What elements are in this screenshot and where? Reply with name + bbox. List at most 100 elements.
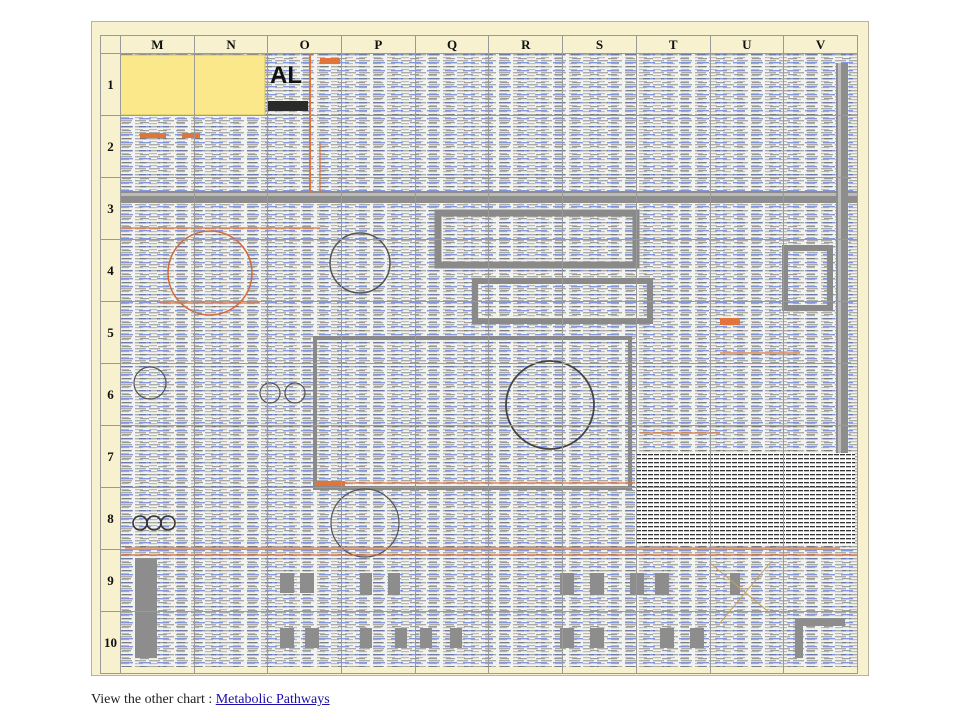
grid-cell[interactable] [414, 239, 490, 302]
grid-cell[interactable] [783, 363, 858, 426]
grid-cell[interactable] [193, 487, 269, 550]
grid-cell[interactable] [635, 363, 711, 426]
grid-cell[interactable] [488, 549, 564, 612]
grid-cell[interactable] [193, 425, 269, 488]
grid-cell[interactable] [267, 177, 343, 240]
grid-cell[interactable] [193, 115, 269, 178]
grid-cell[interactable] [341, 487, 416, 550]
grid-cell[interactable] [709, 611, 785, 674]
grid-cell[interactable] [709, 301, 785, 364]
grid-cell[interactable] [193, 611, 269, 674]
grid-cell[interactable] [120, 549, 195, 612]
grid-cell[interactable] [783, 177, 858, 240]
grid-cell[interactable] [120, 425, 195, 488]
grid-cell[interactable] [709, 425, 785, 488]
grid-cell[interactable] [341, 549, 416, 612]
grid-cell[interactable] [414, 301, 490, 364]
grid-cell[interactable] [341, 611, 416, 674]
grid-cell[interactable] [193, 549, 269, 612]
grid-cell[interactable] [341, 115, 416, 178]
grid-cell[interactable] [562, 549, 637, 612]
grid-cell[interactable] [709, 115, 785, 178]
grid-cell[interactable] [414, 363, 490, 426]
grid-cell[interactable] [562, 425, 637, 488]
grid-cell[interactable] [635, 177, 711, 240]
grid-cell[interactable] [488, 115, 564, 178]
grid-cell[interactable] [783, 53, 858, 116]
grid-cell[interactable] [267, 363, 343, 426]
grid-cell[interactable] [267, 53, 343, 116]
grid-cell[interactable] [120, 487, 195, 550]
grid-cell[interactable] [341, 177, 416, 240]
grid-cell[interactable] [783, 425, 858, 488]
grid-cell[interactable] [120, 301, 195, 364]
grid-cell[interactable] [709, 549, 785, 612]
grid-cell[interactable] [267, 487, 343, 550]
grid-cell[interactable] [414, 177, 490, 240]
grid-cell[interactable] [193, 301, 269, 364]
grid-cell[interactable] [193, 177, 269, 240]
grid-cell[interactable] [709, 239, 785, 302]
grid-cell[interactable] [562, 611, 637, 674]
grid-cell[interactable] [562, 115, 637, 178]
grid-cell[interactable] [414, 549, 490, 612]
grid-cell[interactable] [635, 611, 711, 674]
grid-cell[interactable] [709, 177, 785, 240]
grid-cell[interactable] [267, 549, 343, 612]
grid-cell[interactable] [709, 53, 785, 116]
grid-cell[interactable] [635, 239, 711, 302]
grid-cell[interactable] [414, 611, 490, 674]
grid-cell[interactable] [414, 425, 490, 488]
grid-cell[interactable] [120, 611, 195, 674]
grid-cell[interactable] [120, 53, 195, 116]
grid-cell[interactable] [267, 239, 343, 302]
grid-cell[interactable] [562, 53, 637, 116]
grid-cell[interactable] [267, 115, 343, 178]
grid-cell[interactable] [341, 301, 416, 364]
grid-cell[interactable] [341, 363, 416, 426]
grid-cell[interactable] [488, 301, 564, 364]
grid-cell[interactable] [488, 239, 564, 302]
grid-cell[interactable] [783, 301, 858, 364]
grid-cell[interactable] [341, 53, 416, 116]
grid-cell[interactable] [709, 363, 785, 426]
grid-cell[interactable] [488, 611, 564, 674]
grid-cell[interactable] [635, 115, 711, 178]
grid-cell[interactable] [193, 363, 269, 426]
grid-cell[interactable] [635, 487, 711, 550]
grid-cell[interactable] [562, 239, 637, 302]
grid-cell[interactable] [414, 487, 490, 550]
grid-cell[interactable] [267, 611, 343, 674]
metabolic-pathways-link[interactable]: Metabolic Pathways [215, 692, 330, 707]
grid-cell[interactable] [635, 425, 711, 488]
grid-cell[interactable] [709, 487, 785, 550]
grid-cell[interactable] [414, 53, 490, 116]
grid-cell[interactable] [783, 611, 858, 674]
grid-cell[interactable] [783, 549, 858, 612]
grid-cell[interactable] [488, 487, 564, 550]
grid-cell[interactable] [783, 239, 858, 302]
grid-cell[interactable] [488, 177, 564, 240]
grid-cell[interactable] [635, 53, 711, 116]
grid-cell[interactable] [120, 363, 195, 426]
grid-cell[interactable] [193, 53, 269, 116]
grid-cell[interactable] [488, 53, 564, 116]
grid-cell[interactable] [562, 363, 637, 426]
grid-cell[interactable] [341, 239, 416, 302]
grid-cell[interactable] [562, 177, 637, 240]
grid-cell[interactable] [341, 425, 416, 488]
grid-cell[interactable] [120, 177, 195, 240]
grid-cell[interactable] [635, 549, 711, 612]
grid-cell[interactable] [562, 301, 637, 364]
grid-cell[interactable] [635, 301, 711, 364]
grid-cell[interactable] [414, 115, 490, 178]
grid-cell[interactable] [562, 487, 637, 550]
grid-cell[interactable] [783, 487, 858, 550]
grid-cell[interactable] [120, 115, 195, 178]
grid-cell[interactable] [488, 425, 564, 488]
grid-cell[interactable] [783, 115, 858, 178]
grid-cell[interactable] [267, 425, 343, 488]
grid-cell[interactable] [488, 363, 564, 426]
grid-cell[interactable] [193, 239, 269, 302]
grid-cell[interactable] [120, 239, 195, 302]
